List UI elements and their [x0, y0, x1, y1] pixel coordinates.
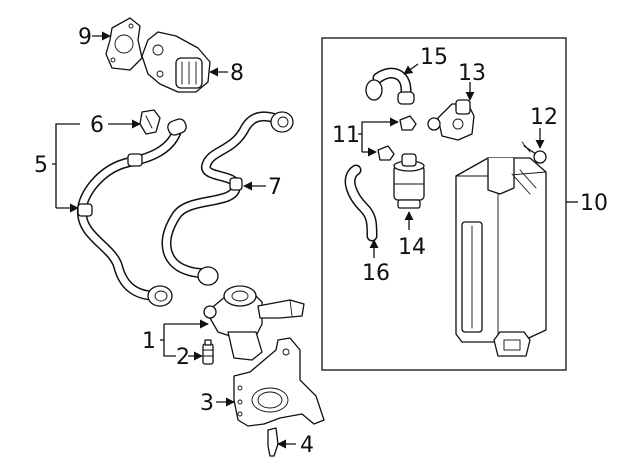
callout-6: 6: [90, 113, 104, 138]
callout-9: 9: [78, 25, 92, 50]
sensor-part-6: [139, 109, 161, 135]
callout-3: 3: [200, 391, 214, 416]
callout-12: 12: [530, 105, 558, 130]
callout-10: 10: [580, 191, 608, 216]
gasket-part-9: [105, 17, 143, 71]
actuator-part-8: [141, 31, 211, 93]
callout-8: 8: [230, 61, 244, 86]
bracket-part-3: [233, 337, 325, 427]
bolt-part-12: [521, 141, 547, 164]
callout-1: 1: [142, 329, 156, 354]
clips-part-11: [377, 115, 417, 161]
hose-part-16: [344, 164, 378, 242]
callout-5: 5: [34, 153, 48, 178]
callout-7: 7: [268, 175, 282, 200]
callout-15: 15: [420, 45, 448, 70]
clip-part-4: [267, 427, 279, 457]
leader-11: [358, 117, 399, 157]
callout-14: 14: [398, 235, 426, 260]
canister-part-10: [455, 157, 547, 357]
inset-frame: [321, 37, 567, 371]
callout-11: 11: [332, 123, 360, 148]
connector-part-2: [202, 339, 214, 365]
callout-16: 16: [362, 261, 390, 286]
filter-part-14: [393, 153, 425, 209]
hose-part-7: [161, 111, 294, 286]
leader-1: [160, 319, 209, 357]
air-pump-part-1: [203, 285, 305, 361]
hose-part-15: [365, 67, 415, 105]
callout-4: 4: [300, 433, 314, 458]
hose-part-5: [77, 118, 187, 307]
leader-5: [52, 123, 80, 213]
leader-15: [403, 63, 419, 75]
callout-13: 13: [458, 61, 486, 86]
purge-valve-part-13: [427, 99, 475, 141]
callout-2: 2: [176, 345, 190, 370]
